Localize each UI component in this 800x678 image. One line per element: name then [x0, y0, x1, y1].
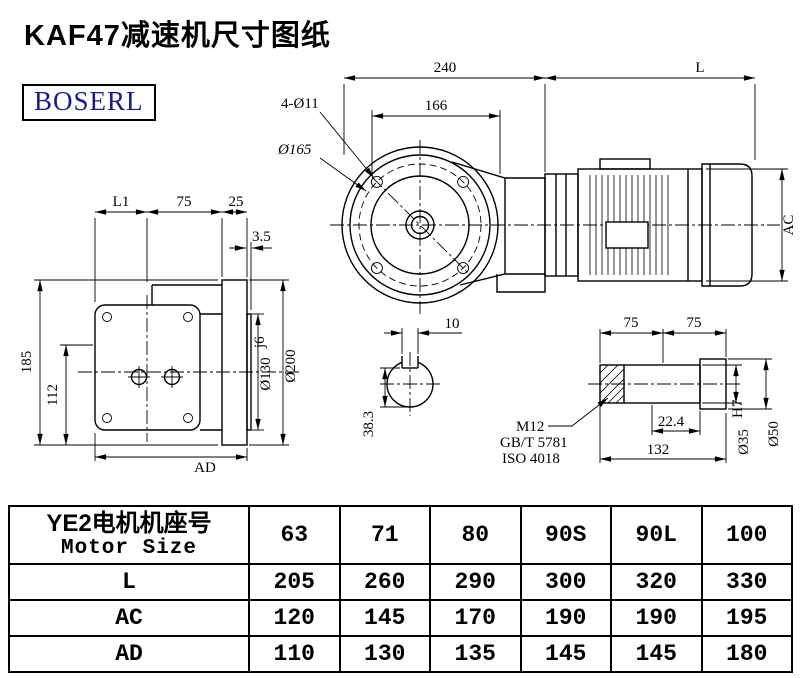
- motor-size-63: 63: [248, 505, 341, 565]
- output-flange: [221, 279, 248, 446]
- dim-50-label: Ø50: [766, 421, 782, 447]
- value-AD-63: 110: [248, 635, 341, 673]
- dim-3-5-label: 3.5: [252, 229, 271, 245]
- dim-185-label: 185: [19, 351, 35, 374]
- dim-AC-label: AC: [781, 215, 797, 236]
- thread-label: M12: [516, 419, 544, 435]
- value-L-90S: 300: [519, 563, 612, 601]
- dim-3-5: 3.5: [229, 229, 272, 310]
- bolt-hole: [370, 262, 383, 275]
- value-L-100: 330: [700, 563, 793, 601]
- motor-size-100: 100: [700, 505, 793, 565]
- shaft-section-view: 10 38.3: [361, 316, 462, 437]
- dim-35-label: Ø35: [736, 429, 752, 455]
- dim-bolt-holes: 4-Ø11: [281, 96, 375, 179]
- bolt-hole: [457, 175, 470, 188]
- side-view: [78, 279, 300, 446]
- value-AD-100: 180: [700, 635, 793, 673]
- dim-165-label: Ø165: [277, 142, 312, 158]
- fan-cover: [701, 163, 753, 287]
- motor-size-80: 80: [429, 505, 522, 565]
- dim-75b-label: 75: [687, 315, 702, 331]
- dim-10-label: 10: [445, 316, 460, 332]
- table-row-AC: AC 120 145 170 190 190 195: [8, 599, 793, 637]
- dim-L1-label: L1: [113, 194, 130, 210]
- value-AC-63: 120: [248, 599, 341, 637]
- value-AD-90S: 145: [519, 635, 612, 673]
- value-L-80: 290: [429, 563, 522, 601]
- motor-size-90S: 90S: [519, 505, 612, 565]
- dim-166-label: 166: [425, 98, 448, 114]
- motor-size-71: 71: [338, 505, 431, 565]
- page-title: KAF47减速机尺寸图纸: [24, 20, 331, 52]
- motor-nameplate: [605, 221, 649, 249]
- value-AC-90S: 190: [519, 599, 612, 637]
- bolt-hole: [457, 262, 470, 275]
- dim-holes-label: 4-Ø11: [281, 96, 319, 112]
- dim-25-label: 25: [229, 194, 244, 210]
- motor-size-90L: 90L: [610, 505, 703, 565]
- dim-AC: AC: [706, 168, 797, 282]
- dim-200: Ø200: [249, 279, 299, 446]
- dim-L-label: L: [695, 60, 704, 76]
- terminal-box: [599, 158, 651, 170]
- dim-200-label: Ø200: [283, 349, 299, 382]
- value-AD-80: 135: [429, 635, 522, 673]
- value-AC-100: 195: [700, 599, 793, 637]
- thread-hatch: [599, 364, 625, 404]
- value-L-63: 205: [248, 563, 341, 601]
- table-row-header: YE2电机机座号 Motor Size 63 71 80 90S 90L 100: [8, 505, 793, 565]
- dim-22-4-label: 22.4: [658, 414, 685, 430]
- row-label-AD: AD: [8, 635, 250, 673]
- motor-size-header-cn: YE2电机机座号: [46, 509, 212, 537]
- dim-75-label: 75: [177, 194, 192, 210]
- dim-130-tolerance: j6: [252, 336, 268, 349]
- dim-112: 112: [45, 344, 93, 446]
- motor-size-header-cell: YE2电机机座号 Motor Size: [8, 505, 250, 565]
- value-AC-71: 145: [338, 599, 431, 637]
- shaft-collar: [699, 358, 727, 410]
- dim-240-label: 240: [434, 60, 457, 76]
- technical-drawing: 240 L 166 4-Ø11 Ø165 AC: [19, 60, 797, 476]
- thread-standard-iso: ISO 4018: [502, 451, 560, 467]
- shaft-detail-view: 75 75 M12 GB/T 5781 ISO 4018 22.4 132 Ø5…: [500, 315, 782, 467]
- value-AD-71: 130: [338, 635, 431, 673]
- dim-112-label: 112: [45, 384, 61, 406]
- dim-left-top: L1 75 25: [94, 194, 248, 302]
- motor-size-header-en: Motor Size: [60, 536, 198, 560]
- value-L-71: 260: [338, 563, 431, 601]
- value-AC-90L: 190: [610, 599, 703, 637]
- row-label-AC: AC: [8, 599, 250, 637]
- flange-spigot: [246, 313, 252, 431]
- motor-side-view: [544, 158, 753, 287]
- dim-35-tolerance: H7: [730, 399, 746, 418]
- row-label-L: L: [8, 563, 250, 601]
- dim-AD: AD: [94, 433, 248, 476]
- dim-bolt-circle: Ø165: [277, 142, 367, 192]
- brand-logo: BOSERL: [22, 84, 156, 121]
- value-AD-90L: 145: [610, 635, 703, 673]
- bolt-hole: [370, 175, 383, 188]
- gear-housing: [94, 304, 201, 431]
- motor-size-table: YE2电机机座号 Motor Size 63 71 80 90S 90L 100…: [8, 505, 793, 673]
- dim-130: Ø130 j6: [252, 313, 274, 431]
- dim-185: 185: [19, 279, 218, 446]
- front-view: [330, 140, 780, 314]
- dim-240-and-L: 240 L: [343, 60, 756, 172]
- value-AC-80: 170: [429, 599, 522, 637]
- dim-AD-label: AD: [194, 460, 216, 476]
- dim-132-label: 132: [647, 442, 670, 458]
- thread-standard-gb: GB/T 5781: [500, 435, 568, 451]
- table-row-L: L 205 260 290 300 320 330: [8, 563, 793, 601]
- dim-130-label: Ø130: [258, 357, 274, 390]
- table-row-AD: AD 110 130 135 145 145 180: [8, 635, 793, 673]
- dim-166: 166: [371, 98, 501, 174]
- dim-38-3-label: 38.3: [361, 411, 377, 437]
- value-L-90L: 320: [610, 563, 703, 601]
- dim-75a-label: 75: [624, 315, 639, 331]
